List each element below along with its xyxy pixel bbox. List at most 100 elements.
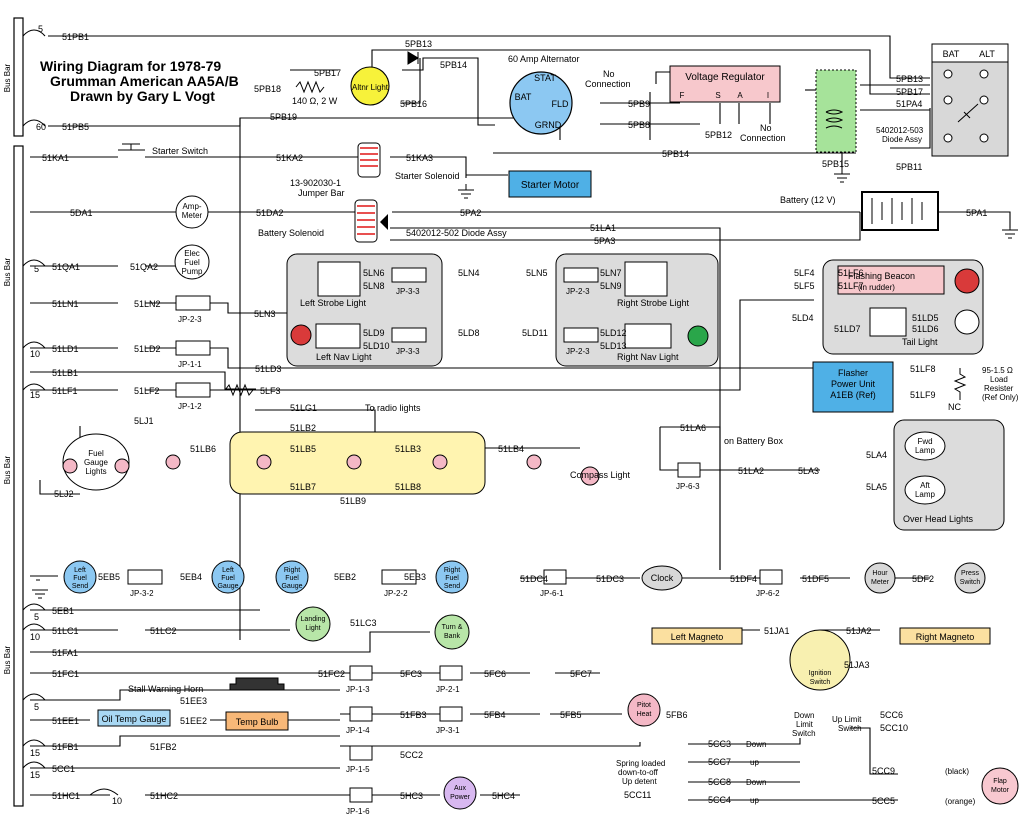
wire-label: 51LD5: [912, 313, 939, 323]
landing-light: Landing Light: [295, 606, 331, 642]
load-resistor: [953, 368, 967, 400]
spring-loaded-label: Spring loaded down-to-off Up detent: [616, 759, 665, 786]
wire-label: 5HC4: [492, 791, 515, 801]
wire-label: 5FC7: [570, 669, 592, 679]
svg-text:A: A: [737, 91, 743, 100]
wire-label: 51FB2: [150, 742, 177, 752]
wire-label: 51QA2: [130, 262, 158, 272]
flap-motor: Flap Motor: [981, 767, 1019, 805]
jumper-bar-label: 13-902030-1: [290, 178, 341, 188]
wire-label: 5PB15: [822, 159, 849, 169]
wire-label: 51LD2: [134, 344, 161, 354]
wire-label: 5PA1: [966, 208, 987, 218]
bus-bar-label: Bus Bar: [3, 455, 12, 484]
svg-text:Aux: Aux: [454, 785, 467, 792]
wire-label: 51LB2: [290, 423, 316, 433]
wire-label: 51QA1: [52, 262, 80, 272]
svg-text:Down: Down: [746, 778, 766, 787]
svg-text:Gauge: Gauge: [84, 458, 109, 467]
wire-label: 5PA2: [460, 208, 481, 218]
load-resistor-label: 95-1.5 Ω Load Resister (Ref Only): [982, 366, 1019, 402]
wire-label: 5LA4: [866, 450, 887, 460]
tail-light-label: Tail Light: [902, 337, 938, 347]
wires: [30, 35, 1011, 801]
flasher-power-unit: Flasher Power Unit A1EB (Ref): [812, 361, 894, 413]
wire-label: 51JA1: [764, 626, 790, 636]
svg-text:down-to-off: down-to-off: [618, 768, 659, 777]
wire-label: 5PB18: [254, 84, 281, 94]
svg-text:Gauge: Gauge: [217, 583, 238, 590]
svg-text:Fuel: Fuel: [285, 575, 299, 582]
svg-text:Pump: Pump: [182, 267, 203, 276]
wire-label: 51EE1: [52, 716, 79, 726]
resistor-symbol: [295, 80, 325, 94]
wire-label: 51LB1: [52, 368, 78, 378]
svg-text:Lamp: Lamp: [915, 490, 936, 499]
wire-label: 5LD11: [522, 328, 548, 338]
svg-text:Voltage Regulator: Voltage Regulator: [685, 72, 765, 83]
wire-label: 5PB16: [400, 99, 427, 109]
wire-label: 5EB4: [180, 572, 202, 582]
radio-lights-label: To radio lights: [365, 403, 421, 413]
bus-bar-label: Bus Bar: [3, 257, 12, 286]
wire-label: 5CC9: [872, 766, 895, 776]
wire-label: 5PB14: [440, 60, 467, 70]
clock: Clock: [641, 565, 683, 591]
breaker-rating: 5: [34, 702, 39, 712]
title-block: Wiring Diagram for 1978-79 Grumman Ameri…: [40, 58, 239, 104]
connector-label: JP-2-3: [566, 347, 590, 356]
no-connection: Connection: [740, 133, 786, 143]
wire-label: 5FB4: [484, 710, 506, 720]
connector-label: JP-2-3: [178, 315, 202, 324]
svg-text:Heat: Heat: [637, 711, 652, 718]
wire-label: 51LB7: [290, 482, 316, 492]
wire-label: 5EB1: [52, 606, 74, 616]
ignition-switch[interactable]: Ignition Switch: [789, 629, 851, 691]
wire-label: 5PB12: [705, 130, 732, 140]
overhead-lights-panel: Fwd Lamp Aft Lamp: [893, 419, 1005, 531]
svg-text:Meter: Meter: [871, 579, 890, 586]
svg-text:Send: Send: [444, 583, 460, 590]
starter-switch-label: Starter Switch: [152, 146, 208, 156]
svg-text:Lights: Lights: [85, 467, 106, 476]
left-fuel-gauge: Left Fuel Gauge: [211, 560, 245, 594]
wire-label: 5LN6: [363, 268, 385, 278]
wire-label: 51KA2: [276, 153, 303, 163]
svg-text:Up Limit: Up Limit: [832, 715, 862, 724]
wire-label: 51DF5: [802, 574, 829, 584]
wire-label: 5HC3: [400, 791, 423, 801]
connector-label: JP-3-3: [396, 287, 420, 296]
wire-label: 5LJ2: [54, 489, 74, 499]
wire-label: 5LD4: [792, 313, 814, 323]
wire-label: 51HC2: [150, 791, 178, 801]
svg-text:Load: Load: [990, 375, 1008, 384]
wire-label: 51LG1: [290, 403, 317, 413]
connector-label: JP-2-1: [436, 685, 460, 694]
diode-503-label: Diode Assy: [882, 135, 922, 144]
svg-text:Ignition: Ignition: [809, 670, 832, 677]
svg-text:(Ref Only): (Ref Only): [982, 393, 1019, 402]
connector-label: JP-1-1: [178, 360, 202, 369]
svg-text:up: up: [750, 758, 759, 767]
wire-label: 5LN8: [363, 281, 385, 291]
wire-label: 51JA3: [844, 660, 870, 670]
svg-text:Light: Light: [305, 625, 320, 632]
rheostat[interactable]: [224, 383, 254, 397]
svg-text:Up detent: Up detent: [622, 777, 657, 786]
starter-switch[interactable]: [118, 143, 145, 151]
bus-bar-label: Bus Bar: [3, 645, 12, 674]
right-fuel-gauge: Right Fuel Gauge: [275, 560, 309, 594]
wire-label: 5FC6: [484, 669, 506, 679]
left-fuel-send: Left Fuel Send: [63, 560, 97, 594]
breaker-ratings: 5 60 5 10 15 5 10 5 15 15 10: [30, 24, 122, 806]
svg-text:Gauge: Gauge: [281, 583, 302, 590]
resistor-label: 140 Ω, 2 W: [292, 96, 338, 106]
svg-text:95-1.5 Ω: 95-1.5 Ω: [982, 366, 1013, 375]
flap-switch-labels: Down up Down up: [746, 740, 766, 805]
no-connection: No: [603, 69, 615, 79]
svg-text:Fuel: Fuel: [88, 449, 104, 458]
svg-text:Right: Right: [284, 567, 300, 574]
black-wire-label: (black): [945, 767, 969, 776]
svg-text:Left: Left: [222, 567, 234, 574]
